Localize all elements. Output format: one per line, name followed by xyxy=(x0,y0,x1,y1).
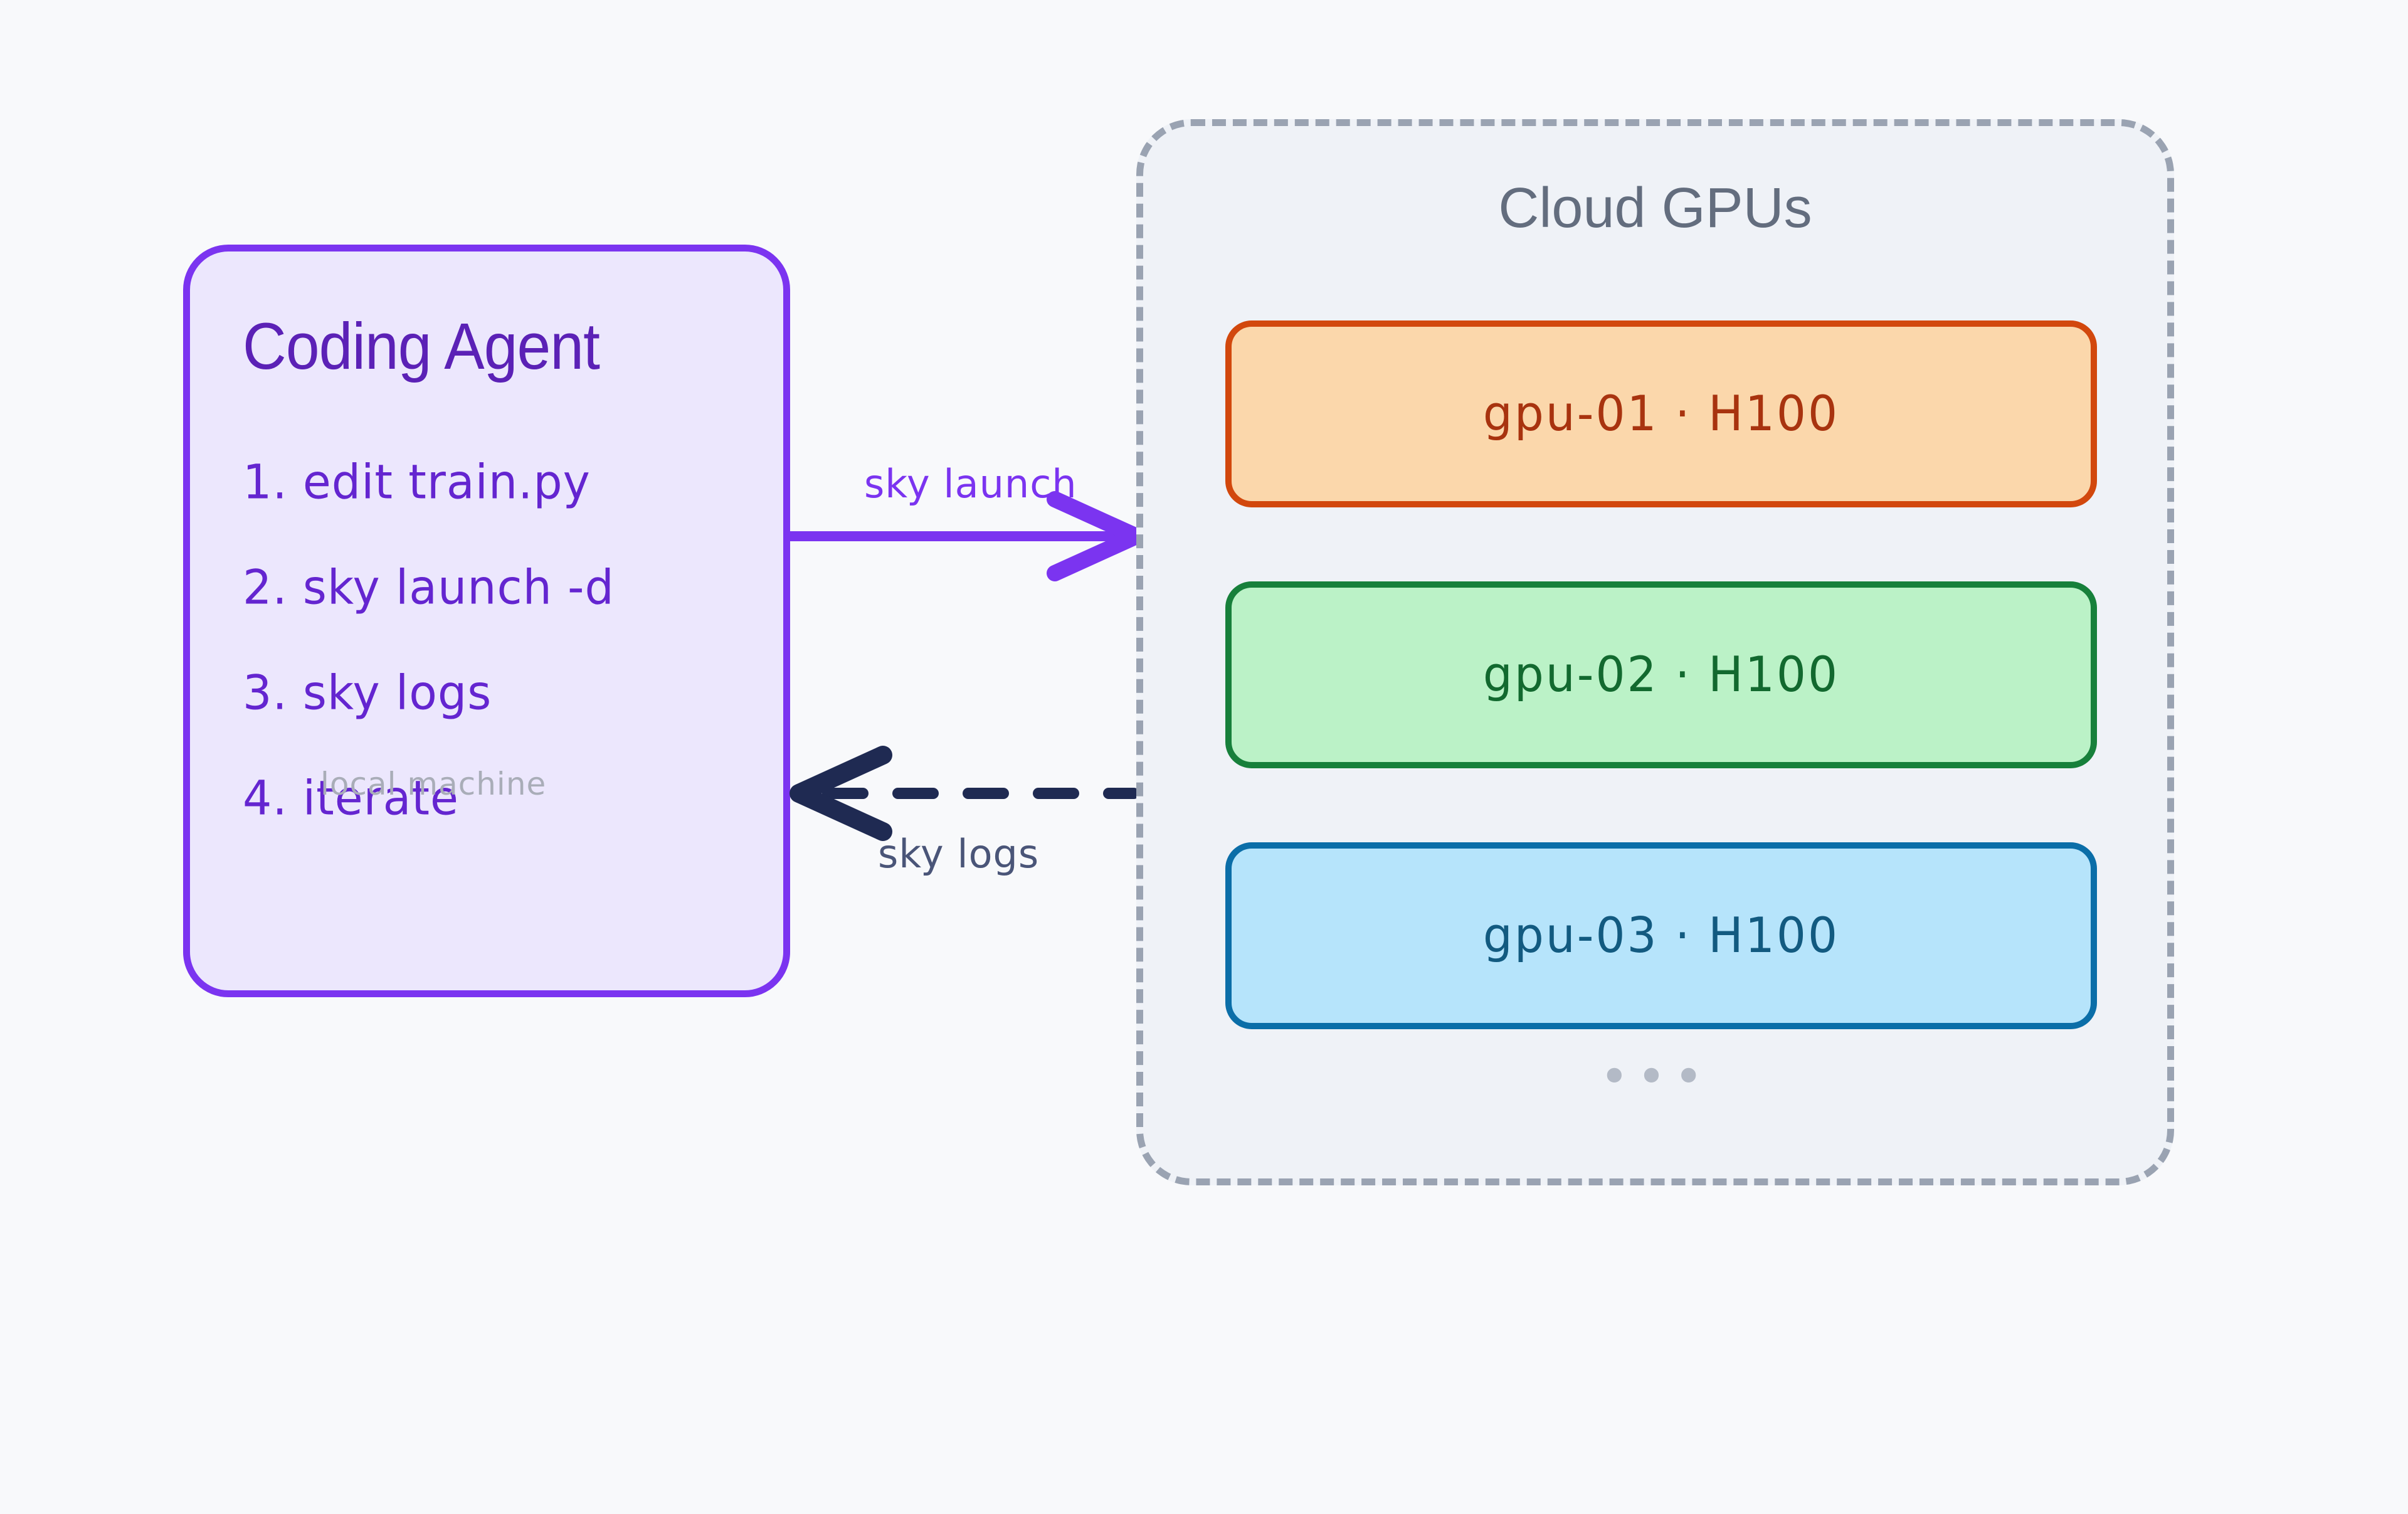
gpu-card[interactable]: gpu-01 · H100 xyxy=(1225,320,2097,507)
step-item-3: 3. sky logs xyxy=(243,665,492,721)
gpu-list-ellipsis: ••• xyxy=(1599,1047,1711,1106)
gpu-card-label: gpu-01 · H100 xyxy=(1482,385,1840,443)
sky-logs-label: sky logs xyxy=(878,831,1040,877)
local-machine-caption: local machine xyxy=(320,766,547,802)
coding-agent-title: Coding Agent xyxy=(243,310,600,383)
gpu-card[interactable]: gpu-03 · H100 xyxy=(1225,842,2097,1029)
coding-agent-step-list: 1. edit train.py 2. sky launch -d 3. sky… xyxy=(243,458,757,880)
sky-logs-arrow-head xyxy=(789,746,892,841)
gpu-card-label: gpu-02 · H100 xyxy=(1482,646,1840,704)
cloud-gpus-title: Cloud GPUs xyxy=(1498,177,1812,240)
step-item-4: 4. iterate xyxy=(243,770,459,827)
gpu-card-list: gpu-01 · H100 gpu-02 · H100 gpu-03 · H10… xyxy=(1225,320,2097,1103)
step-item-2: 2. sky launch -d xyxy=(243,559,615,616)
cloud-gpus-panel: Cloud GPUs gpu-01 · H100 gpu-02 · H100 g… xyxy=(1136,119,2174,1185)
sky-launch-arrow xyxy=(785,491,1144,581)
sky-launch-label: sky launch xyxy=(864,461,1077,507)
gpu-card-label: gpu-03 · H100 xyxy=(1482,907,1840,965)
sky-logs-arrow xyxy=(789,746,1139,841)
step-item-1: 1. edit train.py xyxy=(243,454,591,511)
gpu-card[interactable]: gpu-02 · H100 xyxy=(1225,581,2097,768)
coding-agent-card: Coding Agent 1. edit train.py 2. sky lau… xyxy=(183,245,790,997)
